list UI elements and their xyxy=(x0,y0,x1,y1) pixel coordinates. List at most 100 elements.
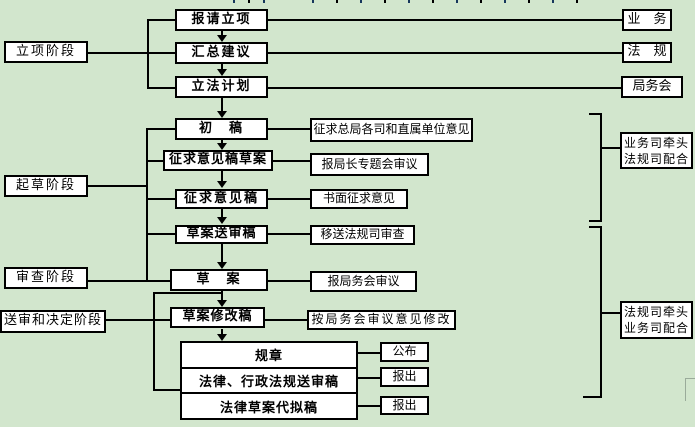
flow-box-baoqing-lixiang: 报请立项 xyxy=(175,9,268,31)
connector-line xyxy=(268,19,622,21)
stage-box-songshen: 送审和决定阶段 xyxy=(0,310,106,333)
cropped-title-remnant xyxy=(263,0,265,3)
bracket-lower-connector xyxy=(602,312,620,314)
connector-line xyxy=(147,19,176,21)
note-box-caoan-xiugai-gao: 按局务会审议意见修改 xyxy=(307,310,456,330)
cropped-title-remnant xyxy=(552,0,554,3)
responsibility-box-lower: 法规司牵头 业务司配合 xyxy=(620,301,693,339)
flow-arrow xyxy=(221,140,223,144)
flow-arrow xyxy=(221,31,223,36)
connector-line xyxy=(153,292,222,294)
cropped-title-remnant xyxy=(432,0,434,3)
flow-arrowhead xyxy=(217,217,227,224)
cropped-title-remnant xyxy=(312,0,314,3)
flow-arrow xyxy=(221,171,223,182)
connector-line xyxy=(153,389,181,391)
cropped-title-remnant xyxy=(408,0,410,3)
bracket-upper-foot xyxy=(589,220,602,222)
connector-line xyxy=(146,233,176,235)
responsibility-upper-line2: 法规司配合 xyxy=(623,151,689,166)
cropped-title-remnant xyxy=(360,0,362,3)
connector-line xyxy=(268,198,310,200)
flow-box-lifa-jihua: 立法计划 xyxy=(175,76,268,98)
note-box-zhengqiu-gao: 书面征求意见 xyxy=(310,189,408,209)
flow-arrowhead xyxy=(217,334,227,341)
cropped-title-remnant xyxy=(456,0,458,3)
final-doc-falv-caoan: 法律草案代拟稿 xyxy=(219,400,318,416)
bracket-upper-foot xyxy=(589,113,602,115)
flow-arrowhead xyxy=(217,181,227,188)
flow-box-zhengqiu-caoan: 征求意见稿草案 xyxy=(163,150,273,171)
output-box-baochu-1: 报出 xyxy=(380,367,429,387)
responsibility-lower-line2: 业务司配合 xyxy=(623,321,689,335)
note-box-chugao: 征求总局各司和直属单位意见 xyxy=(310,118,473,142)
connector-line xyxy=(147,87,176,89)
cropped-title-remnant xyxy=(480,0,482,3)
flow-arrow xyxy=(221,329,223,335)
flow-arrow xyxy=(221,209,223,218)
flow-arrowhead xyxy=(217,143,227,150)
flow-box-chugao: 初 稿 xyxy=(175,118,268,140)
connector-line xyxy=(268,128,310,130)
cropped-title-remnant xyxy=(576,0,578,3)
connector-line xyxy=(358,377,380,379)
connector-line xyxy=(358,352,380,354)
connector-line xyxy=(268,280,310,282)
flow-arrowhead xyxy=(217,300,227,307)
flow-arrow xyxy=(221,291,223,301)
flow-arrow xyxy=(221,98,223,112)
stage-box-shencha: 审查阶段 xyxy=(4,267,88,289)
responsibility-upper-line1: 业务司牵头 xyxy=(623,135,689,150)
flow-arrowhead xyxy=(217,111,227,118)
connector-line xyxy=(146,160,164,162)
cropped-title-remnant xyxy=(233,0,235,3)
recipient-box-yewu: 业 务 xyxy=(622,9,672,31)
final-docs-group: 规章 法律、行政法规送审稿 法律草案代拟稿 xyxy=(180,341,358,420)
flow-box-caoan-xiugai-gao: 草案修改稿 xyxy=(170,307,265,328)
connector-line xyxy=(146,198,176,200)
connector-line xyxy=(146,128,176,130)
connector-line xyxy=(88,185,146,187)
connector-line xyxy=(146,128,148,282)
connector-line xyxy=(106,319,171,321)
stage-box-qicao: 起草阶段 xyxy=(4,175,88,197)
cropped-title-remnant xyxy=(336,0,338,3)
flow-box-zhengqiu-gao: 征求意见稿 xyxy=(175,189,268,209)
flow-arrow xyxy=(221,244,223,263)
connector-line xyxy=(147,19,149,89)
bracket-lower-foot xyxy=(589,226,602,228)
connector-line xyxy=(268,87,621,89)
cropped-title-remnant xyxy=(528,0,530,3)
responsibility-box-upper: 业务司牵头 法规司配合 xyxy=(620,132,693,169)
connector-line xyxy=(264,319,307,321)
recipient-box-juwuhui: 局务会 xyxy=(621,76,683,98)
flow-arrowhead xyxy=(217,262,227,269)
flow-arrowhead xyxy=(217,35,227,42)
connector-line xyxy=(88,280,171,282)
connector-line xyxy=(358,405,380,407)
bracket-lower xyxy=(600,226,602,398)
connector-line xyxy=(272,160,310,162)
flow-box-caoan-songshen-gao: 草案送审稿 xyxy=(175,225,268,244)
bracket-lower-foot xyxy=(583,396,602,398)
faint-corner-artifact xyxy=(685,378,695,379)
bracket-upper-connector xyxy=(602,147,620,149)
connector-line xyxy=(268,233,310,235)
cropped-title-remnant xyxy=(504,0,506,3)
final-doc-falv-xingzheng: 法律、行政法规送审稿 xyxy=(182,369,356,395)
connector-line xyxy=(153,292,155,391)
bracket-upper xyxy=(600,113,602,222)
cropped-title-remnant xyxy=(384,0,386,3)
note-box-caoan: 报局务会审议 xyxy=(310,271,417,292)
flow-box-caoan: 草 案 xyxy=(170,269,268,291)
recipient-box-fagui: 法 规 xyxy=(622,42,672,63)
note-box-caoan-songshen-gao: 移送法规司审查 xyxy=(310,225,415,245)
connector-line xyxy=(268,52,622,54)
stage-box-lixiang: 立项阶段 xyxy=(4,41,88,63)
connector-line xyxy=(88,52,176,54)
output-box-baochu-2: 报出 xyxy=(380,396,429,415)
cropped-title-remnant xyxy=(248,0,250,3)
output-box-gongbu: 公布 xyxy=(380,342,429,362)
flow-box-huizong-jianyi: 汇总建议 xyxy=(175,42,268,64)
